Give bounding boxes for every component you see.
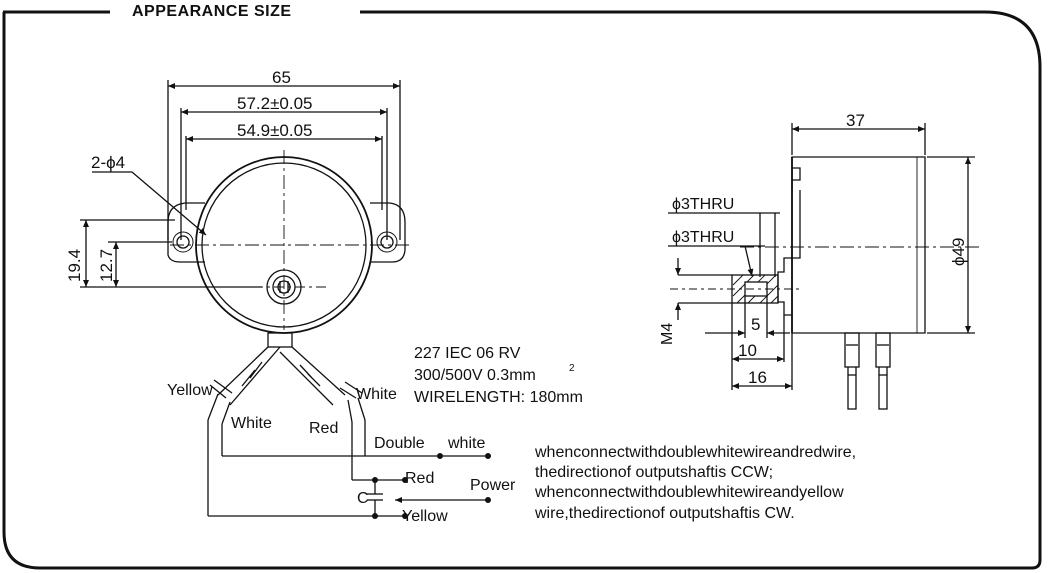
label-yellow: Yellow: [402, 508, 448, 525]
wire-exit: [267, 332, 293, 348]
dim-16: 16: [748, 368, 767, 387]
dim-5: 5: [751, 315, 760, 334]
wire-spec-sup: 2: [569, 363, 575, 374]
side-shaft: [777, 257, 792, 316]
dim-holes: 2-ϕ4: [91, 153, 125, 172]
label-power: Power: [470, 477, 516, 494]
side-view: [668, 123, 980, 410]
terminal-right: [875, 332, 891, 368]
mount-hole-left: [176, 235, 190, 249]
note-line-3: whenconnectwithdoublewhitewireandyellow: [534, 484, 844, 501]
wire-bundle-left: [217, 346, 281, 406]
dim-body-span: 54.9±0.05: [237, 121, 313, 140]
dim-depth: 37: [846, 111, 865, 130]
side-body: [791, 156, 926, 334]
dim-10: 10: [738, 341, 757, 360]
terminal-left: [844, 332, 860, 368]
label-red-top: Red: [309, 420, 338, 437]
dim-hole-span: 57.2±0.05: [237, 94, 313, 113]
label-cap: C: [357, 490, 369, 507]
frame-border: [2, 10, 1042, 570]
front-view: [80, 80, 410, 425]
section-title: APPEARANCE SIZE: [118, 0, 306, 24]
note-line-2: thedirectionof outputshaftis CCW;: [535, 464, 773, 481]
dim-overall-width: 65: [272, 68, 291, 87]
label-white-double: white: [447, 435, 485, 452]
dim-thru-1: ϕ3THRU: [672, 196, 734, 213]
dim-height-2: 12.7: [97, 249, 116, 282]
pin-left: [847, 374, 857, 410]
dim-thread: M4: [659, 323, 676, 345]
wire-bundle-right: [279, 346, 346, 406]
leader-holes: [92, 171, 207, 236]
label-white-right: White: [356, 386, 397, 403]
dim-thru-2: ϕ3THRU: [672, 229, 734, 246]
wiring-diagram: [207, 420, 488, 517]
dim-height-1: 19.4: [65, 249, 84, 282]
wiring-terminals: [372, 453, 491, 519]
note-line-4: wire,thedirectionof outputshaftis CW.: [534, 505, 795, 522]
wire-spec-line1: 227 IEC 06 RV: [414, 345, 521, 362]
front-plate: [792, 167, 801, 259]
dim-diameter: ϕ49: [949, 238, 968, 266]
label-double: Double: [374, 435, 425, 452]
label-white-left: White: [231, 415, 272, 432]
note-line-1: whenconnectwithdoublewhitewireandredwire…: [534, 444, 856, 461]
label-yellow-top: Yellow: [167, 382, 213, 399]
pin-right: [878, 374, 888, 410]
label-red: Red: [405, 470, 434, 487]
wire-spec-line2: 300/500V 0.3mm: [414, 367, 536, 384]
wire-spec-line3: WIRELENGTH: 180mm: [414, 389, 583, 406]
